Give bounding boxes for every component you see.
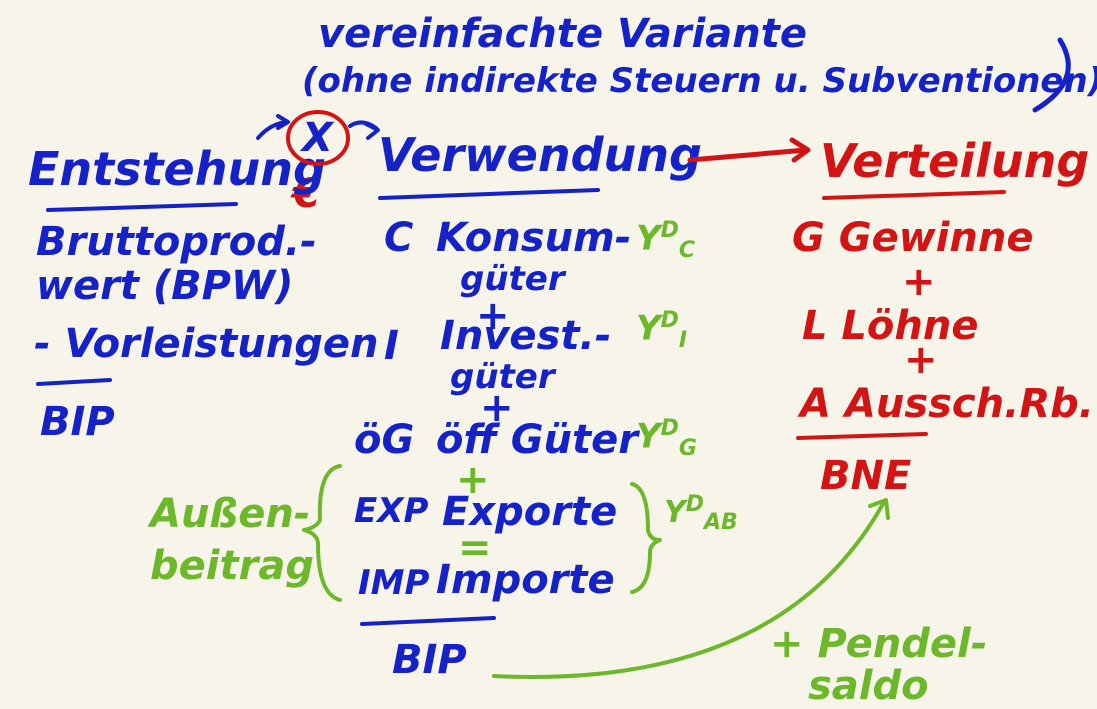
yd-ab: YDAB — [664, 492, 738, 535]
verteilung-result-bne: BNE — [820, 453, 912, 499]
underline-bip-entstehung — [36, 378, 112, 386]
entstehung-result-bip: BIP — [40, 399, 115, 445]
verteilung-gewinne: G Gewinne — [792, 215, 1034, 261]
note-line-1: vereinfachte Variante — [318, 11, 808, 57]
plus-sign: + — [456, 457, 490, 503]
verwendung-imp-label: Importe — [436, 557, 615, 603]
pendelsaldo-line-2: saldo — [808, 663, 929, 709]
plus-sign: + — [902, 259, 936, 305]
x-circle — [286, 110, 350, 166]
aussenbeitrag-label-1: Außen- — [150, 491, 311, 537]
brace-left — [302, 464, 342, 602]
plus-sign: + — [480, 385, 514, 431]
aussenbeitrag-label-2: beitrag — [150, 543, 314, 589]
verwendung-i-label-1: Invest.- — [440, 313, 612, 359]
heading-entstehung: Entstehung — [28, 142, 326, 196]
entstehung-item-bpw-1: Bruttoprod.- — [36, 219, 317, 265]
yd-g: YDG — [636, 416, 697, 462]
verwendung-exp-label: Exporte — [442, 489, 618, 535]
pendelsaldo-line-1: + Pendel- — [770, 621, 988, 667]
yd-c: YDC — [636, 218, 696, 264]
verwendung-i-symbol: I — [384, 323, 399, 369]
arrow-verteilung — [687, 147, 809, 163]
heading-verwendung: Verwendung — [378, 128, 702, 182]
heading-verteilung: Verteilung — [820, 134, 1090, 188]
currency-symbol: € — [292, 171, 320, 217]
minus-sign: = — [458, 525, 492, 571]
entstehung-item-vorleistungen: - Vorleistungen — [34, 321, 379, 367]
brace-right — [630, 482, 662, 594]
underline-verteilung — [822, 190, 1006, 200]
verwendung-c-label-2: güter — [460, 259, 565, 299]
underline-verwendung — [378, 188, 600, 200]
yd-i: YDI — [636, 308, 688, 354]
verwendung-imp-symbol: IMP — [358, 563, 430, 603]
verwendung-c-symbol: C — [384, 215, 414, 261]
verwendung-result-bip: BIP — [392, 637, 467, 683]
note-line-2: (ohne indirekte Steuern u. Subventionen) — [302, 61, 1097, 101]
plus-sign: + — [904, 337, 938, 383]
verwendung-exp-symbol: EXP — [354, 491, 429, 531]
arrow-pendelsaldo — [492, 500, 886, 679]
verteilung-ausschuettung: A Aussch.Rb. — [800, 381, 1094, 427]
underline-bip-verwendung — [360, 616, 496, 626]
verwendung-i-label-2: güter — [450, 357, 555, 397]
verwendung-g-symbol: öG — [354, 417, 415, 463]
entstehung-item-bpw-2: wert (BPW) — [36, 263, 294, 309]
underline-bne — [796, 432, 928, 440]
verteilung-loehne: L Löhne — [802, 303, 979, 349]
verwendung-c-label-1: Konsum- — [436, 215, 632, 261]
plus-sign: + — [476, 293, 510, 339]
note-bracket — [1032, 37, 1071, 113]
underline-entstehung — [46, 202, 238, 212]
verwendung-g-label: öff Güter — [436, 417, 638, 463]
center-symbol: X — [302, 115, 333, 161]
